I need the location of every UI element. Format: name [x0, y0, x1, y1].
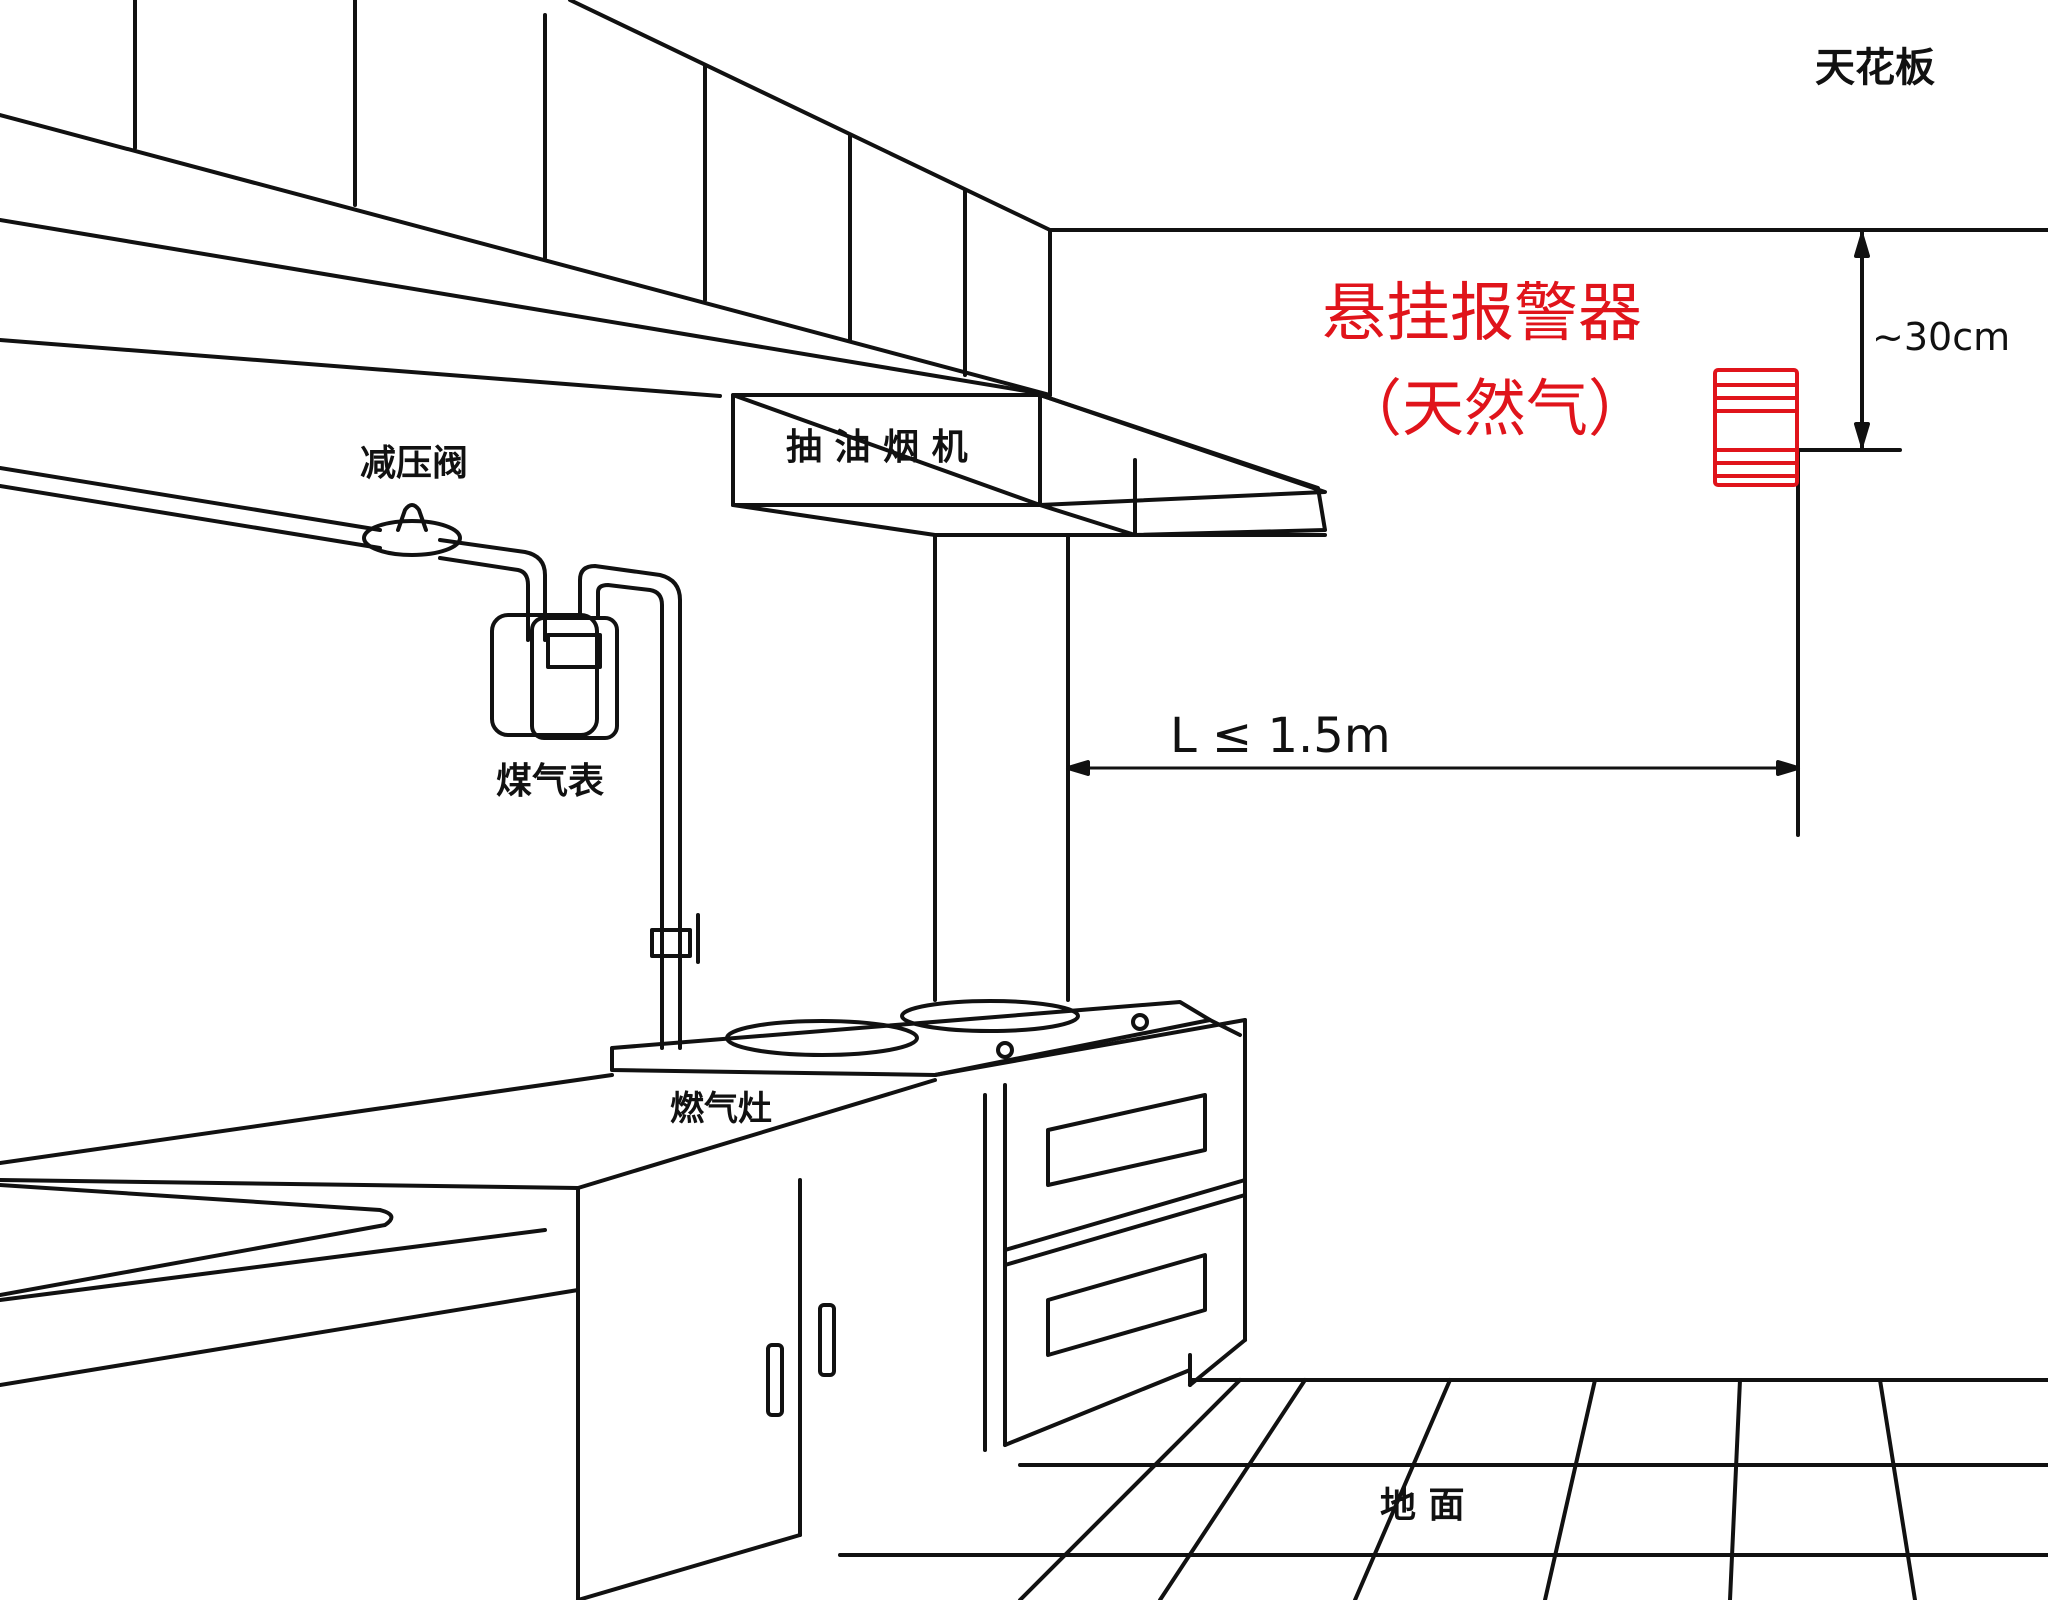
alarm-title-label: 悬挂报警器: [1322, 277, 1642, 351]
hanging-alarm-device: [1713, 368, 1799, 487]
horizontal-distance-label: L ≤ 1.5m: [1170, 708, 1391, 764]
range-hood-label: 抽 油 烟 机: [786, 427, 968, 468]
dimension-lines: [1066, 228, 1902, 837]
gas-meter-drawing: [490, 613, 619, 740]
pressure-valve-drawing: [362, 503, 462, 557]
wall-cabinets: [0, 0, 1052, 398]
floor-tiles: [838, 1378, 2048, 1600]
sink-drawing: [0, 1183, 394, 1297]
gas-meter-label: 煤气表: [496, 761, 605, 802]
base-cabinets: [0, 1018, 1247, 1600]
alarm-subtitle-label: （天然气）: [1340, 372, 1651, 445]
floor-label: 地 面: [1380, 1485, 1465, 1526]
ceiling-distance-label: ~30cm: [1872, 315, 2011, 359]
shutoff-valve-drawing: [650, 913, 700, 964]
range-hood-drawing: [731, 393, 1327, 1002]
gas-pipe: [0, 466, 682, 1050]
ceiling-label: 天花板: [1815, 45, 1935, 91]
pressure-valve-label: 减压阀: [360, 443, 469, 484]
gas-stove-label: 燃气灶: [670, 1089, 772, 1129]
gas-stove-drawing: [610, 999, 1242, 1077]
